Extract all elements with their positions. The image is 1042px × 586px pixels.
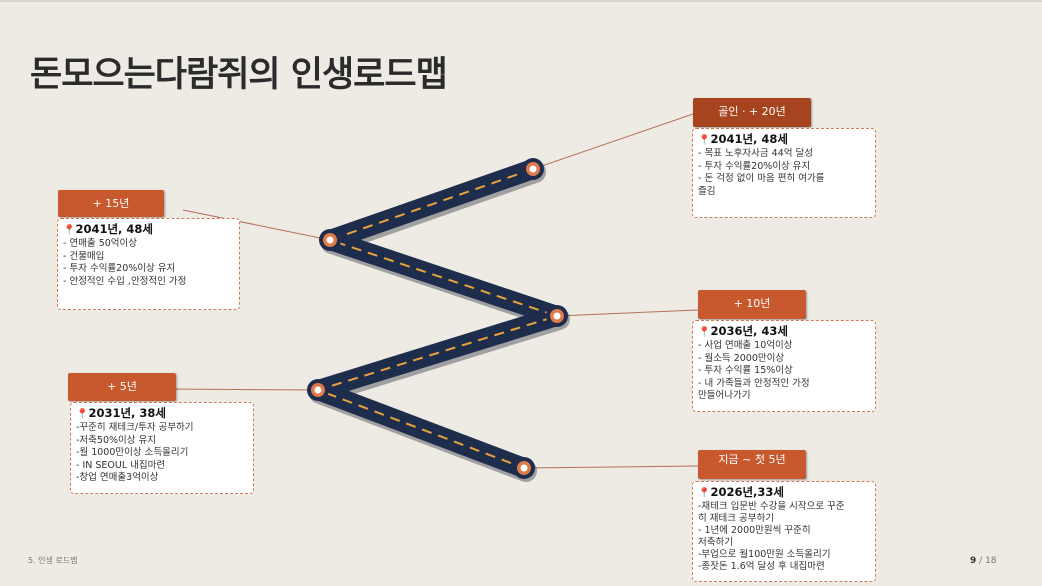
list-item: - 투자 수익률20%이상 유지 xyxy=(698,160,811,172)
milestone-tag-goal: 골인 · + 20년 xyxy=(693,98,811,127)
connector-line xyxy=(182,209,331,241)
pin-icon: 📍 xyxy=(698,135,711,146)
list-item: - 연매출 50억이상 xyxy=(63,238,137,249)
milestone-year: 📍2031년, 38세 xyxy=(76,406,166,420)
connector-line xyxy=(164,388,319,391)
pin-icon: 📍 xyxy=(76,409,89,420)
page-separator: / xyxy=(979,556,983,566)
road-center-line xyxy=(317,168,558,469)
list-item: - 사업 연매출 10억이상 xyxy=(698,340,793,351)
milestone-card-goal: 📍2041년, 48세 - 목표 노후자사금 44억 달성 - 투자 수익률20… xyxy=(692,128,876,218)
list-item: - 월소득 2000만이상 xyxy=(698,352,785,364)
milestone-year: 📍2026년,33세 xyxy=(698,485,784,499)
list-item: - 목표 노후자사금 44억 달성 xyxy=(698,148,813,159)
milestone-card-now: 📍2026년,33세 -재테크 입문반 수강을 시작으로 꾸준 히 재테크 공부… xyxy=(692,481,876,582)
milestone-marker xyxy=(307,379,329,401)
list-item: - 안정적인 수입 ,안정적인 가정 xyxy=(63,275,187,287)
list-item: 히 재테크 공부하기 xyxy=(698,513,774,524)
connector-line xyxy=(532,113,694,170)
pin-icon: 📍 xyxy=(63,225,76,236)
page-number: 9 / 18 xyxy=(970,556,997,566)
list-item: 저축하기 xyxy=(698,537,733,548)
page-current: 9 xyxy=(970,556,977,566)
list-item: -재테크 입문반 수강을 시작으로 꾸준 xyxy=(698,501,845,512)
list-item: -종잣돈 1.6억 달성 후 내집마련 xyxy=(698,561,825,572)
list-item: 즐김 xyxy=(698,185,716,197)
list-item: - 건물매입 xyxy=(63,250,105,262)
milestone-year: 📍2041년, 48세 xyxy=(63,222,153,236)
milestone-tag-5: + 5년 xyxy=(68,373,176,401)
list-item: - 투자 수익률 15%이상 xyxy=(698,365,793,376)
footer-section-label: 5. 인생 로드맵 xyxy=(28,556,78,565)
connector-line xyxy=(523,465,699,469)
list-item: - 투자 수익률20%이상 유지 xyxy=(63,263,176,274)
list-item: -꾸준히 재테크/투자 공부하기 xyxy=(76,422,194,433)
milestone-marker xyxy=(513,457,535,479)
list-item: - 1년에 2000만원씩 꾸준히 xyxy=(698,525,811,536)
list-item: -창업 연매출3억이상 xyxy=(76,472,159,483)
page-title: 돈모으는다람쥐의 인생로드맵 xyxy=(30,55,448,95)
milestone-year: 📍2041년, 48세 xyxy=(698,132,788,146)
milestone-card-10: 📍2036년, 43세 - 사업 연매출 10억이상 - 월소득 2000만이상… xyxy=(692,320,876,412)
milestone-card-15: 📍2041년, 48세 - 연매출 50억이상 - 건물매입 - 투자 수익률2… xyxy=(57,218,240,310)
list-item: -저축50%이상 유지 xyxy=(76,434,157,446)
page-total: 18 xyxy=(985,556,997,566)
pin-icon: 📍 xyxy=(698,327,711,338)
milestone-tag-15: + 15년 xyxy=(58,190,164,217)
milestone-year: 📍2036년, 43세 xyxy=(698,324,788,338)
milestone-tag-10: + 10년 xyxy=(698,290,806,319)
milestone-card-5: 📍2031년, 38세 -꾸준히 재테크/투자 공부하기 -저축50%이상 유지… xyxy=(70,402,254,494)
pin-icon: 📍 xyxy=(698,488,711,499)
milestone-marker xyxy=(319,229,341,251)
milestone-marker xyxy=(522,158,544,180)
top-border xyxy=(0,0,1042,2)
connector-line xyxy=(556,309,699,317)
list-item: - 내 가족들과 안정적인 가정 xyxy=(698,377,810,389)
list-item: - 돈 걱정 없이 마음 편히 여가를 xyxy=(698,173,825,184)
list-item: -부업으로 월100만원 소득올리기 xyxy=(698,549,831,560)
list-item: -월 1000만이상 소득올리기 xyxy=(76,447,189,458)
connector-lines xyxy=(164,113,699,469)
milestone-tag-now: 지금 ~ 첫 5년 xyxy=(698,450,806,479)
list-item: 만들어나가기 xyxy=(698,390,751,401)
milestone-marker xyxy=(546,305,568,327)
list-item: - IN SEOUL 내집마련 xyxy=(76,459,166,471)
